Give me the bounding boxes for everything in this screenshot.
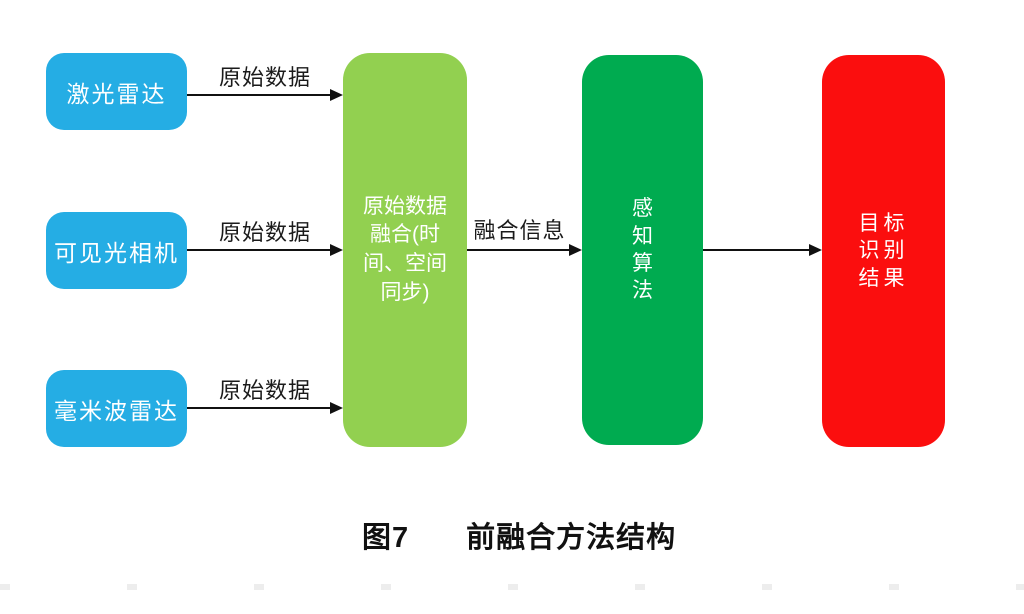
arrow-label-raw-data-3: 原始数据 bbox=[218, 378, 311, 403]
arrow-label-fused-info: 融合信息 bbox=[473, 218, 566, 243]
source-box-camera-label: 可见光相机 bbox=[54, 239, 179, 266]
source-box-mmwave-radar-label: 毫米波雷达 bbox=[54, 397, 179, 424]
figure-caption-number: 图7 bbox=[362, 522, 410, 554]
figure-caption: 图7 前融合方法结构 bbox=[362, 514, 676, 556]
source-box-lidar: 激光雷达 bbox=[46, 53, 187, 130]
arrow-label-raw-data-1: 原始数据 bbox=[218, 65, 311, 90]
arrow-fusion-to-algorithm bbox=[467, 244, 582, 256]
result-box-label: 目标 识别 结果 bbox=[858, 212, 909, 290]
figure-caption-title: 前融合方法结构 bbox=[466, 522, 677, 554]
fusion-box-label: 原始数据 融合(时 间、空间 同步) bbox=[363, 194, 447, 304]
arrow-algorithm-to-result bbox=[703, 244, 822, 256]
arrow-mmwave-to-fusion bbox=[187, 402, 343, 414]
source-box-camera: 可见光相机 bbox=[46, 212, 187, 289]
algorithm-box: 感 知 算 法 bbox=[582, 55, 703, 445]
result-box: 目标 识别 结果 bbox=[822, 55, 945, 447]
arrow-lidar-to-fusion bbox=[187, 89, 343, 101]
arrow-label-raw-data-2: 原始数据 bbox=[218, 220, 311, 245]
algorithm-box-label: 感 知 算 法 bbox=[632, 197, 653, 303]
bottom-dashed-line bbox=[0, 584, 1024, 590]
arrow-camera-to-fusion bbox=[187, 244, 343, 256]
source-box-lidar-label: 激光雷达 bbox=[66, 80, 167, 107]
source-box-mmwave-radar: 毫米波雷达 bbox=[46, 370, 187, 447]
fusion-box: 原始数据 融合(时 间、空间 同步) bbox=[343, 53, 467, 447]
